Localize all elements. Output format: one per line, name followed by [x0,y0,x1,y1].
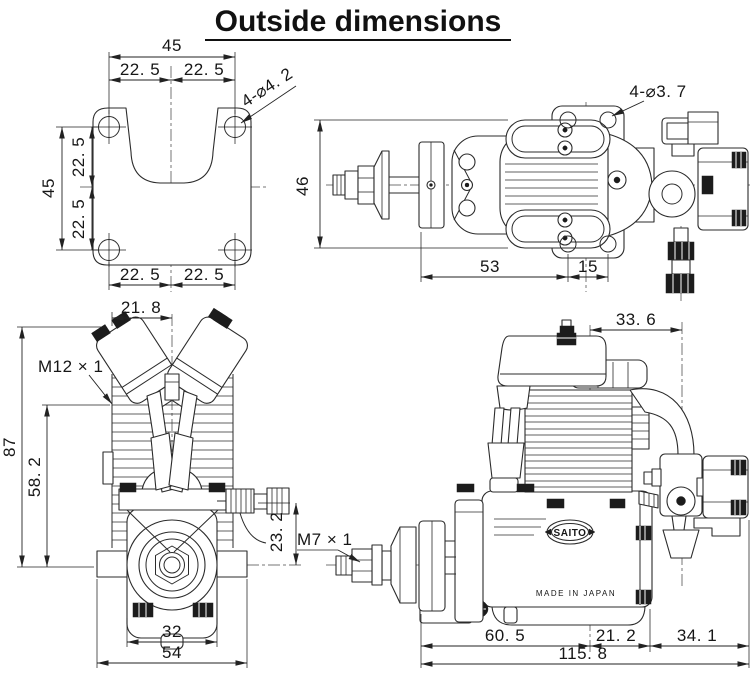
brand-logo-text: SAITO [554,528,587,539]
dim-plate-width-left: 22. 5 [120,60,160,79]
dim-top-front-to-mount: 53 [480,257,500,276]
muffler-bracket-side [693,517,741,537]
head-fin-lines [505,163,598,205]
dim-plate-hole-callout: 4-⌀4. 2 [238,64,296,111]
rocker-cover-side [497,335,607,387]
rocker-cover-top [505,119,611,159]
needle-valve-front [217,487,290,544]
title-text: Outside dimensions [215,5,502,38]
dim-top-mount-pitch: 15 [578,257,598,276]
side-boss [102,451,114,485]
flange-holes [559,111,617,253]
dim-front-boss-to-axis: 58. 2 [25,457,44,497]
dim-plate-bottom-right: 22. 5 [184,265,224,284]
dim-plate-height-bottom: 22. 5 [69,199,88,239]
rocker-box-right [167,307,248,409]
shaft-thread [335,555,353,576]
dim-side-len-total: 115. 8 [558,644,607,663]
dim-plate-width-total: 45 [162,36,182,55]
dim-side-len-mid: 21. 2 [596,626,636,645]
cylinder-side [524,389,633,493]
prop-nut [351,548,373,583]
dim-front-height-total: 87 [0,437,19,457]
muffler-bracket [687,111,719,145]
view-engine-side: SAITO MADE IN JAPAN 33. 6 M7 × 1 60. 5 2… [297,310,750,668]
dim-plate-width-right: 22. 5 [184,60,224,79]
dim-side-prop-thread: M7 × 1 [297,530,352,549]
pushrod-tubes-side [487,407,525,493]
dim-side-carb-offset: 33. 6 [616,310,656,329]
pushrod-tubes-front [146,390,198,493]
brand-badge: SAITO [544,519,596,545]
muffler-top [697,147,749,231]
dim-plate-height-total: 45 [39,178,58,198]
dim-plate-bottom-left: 22. 5 [120,265,160,284]
dim-front-case-width: 32 [162,622,182,641]
crank-housing-front [126,519,218,611]
cylinder-fins-side [525,395,632,488]
dim-front-lug-width: 54 [162,643,182,662]
view-engine-top: 4-⌀3. 7 46 53 15 [293,82,750,302]
front-housing-side [454,499,484,623]
prop-washer [390,526,417,604]
needle-valve-top [665,227,695,294]
view-mounting-plate: 45 22. 5 22. 5 4-⌀4. 2 45 22. 5 22. 5 22… [39,36,297,292]
made-in-text: MADE IN JAPAN [536,589,616,598]
center-stub [164,373,180,401]
dim-top-hole-callout: 4-⌀3. 7 [629,82,686,101]
sump [491,606,646,626]
cover-bolts [557,122,573,246]
rocker-cover-bottom [505,209,611,249]
dim-front-rocker-offset: 21. 8 [121,298,161,317]
case-bolts-top [458,153,476,217]
dim-front-plug-thread: M12 × 1 [38,357,103,376]
carb-funnel [662,529,700,559]
head-fins-side [631,406,650,450]
dim-side-len-rear: 34. 1 [677,626,717,645]
plate-outline [92,107,252,266]
prop-shaft-top [332,141,445,229]
throttle-arm [671,515,687,531]
dim-front-needle-to-axis: 23. 2 [267,512,286,552]
dim-top-height: 46 [293,176,312,196]
view-engine-front: 21. 8 M12 × 1 87 58. 2 23. 2 32 54 [0,298,302,668]
page-title: Outside dimensions [205,5,511,41]
dim-side-len-front: 60. 5 [485,626,525,645]
dim-plate-height-top: 22. 5 [69,137,88,177]
intake-elbow-top [648,170,696,218]
